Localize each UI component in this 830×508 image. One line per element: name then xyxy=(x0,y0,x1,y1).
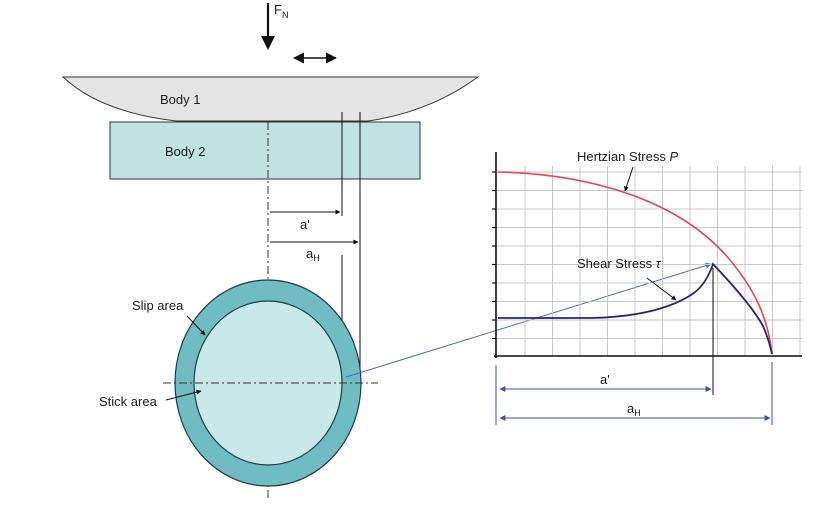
slip-area-leader xyxy=(186,315,206,336)
a-prime-label: a' xyxy=(300,217,310,232)
stick-area-leader xyxy=(165,389,202,401)
a-h-label: aH xyxy=(306,246,320,263)
body2-label: Body 2 xyxy=(165,144,205,159)
y-axis-ticks xyxy=(492,171,496,340)
body1-label: Body 1 xyxy=(160,92,200,107)
hertzian-stress-curve xyxy=(497,171,773,355)
graph-a-h-label: aH xyxy=(627,401,641,418)
normal-force-arrow xyxy=(261,3,275,50)
body1-shape xyxy=(61,76,480,122)
hertzian-stress-label: Hertzian Stress P xyxy=(577,149,678,164)
shear-stress-leader xyxy=(646,277,677,301)
shear-stress-curve xyxy=(498,262,773,355)
shear-stress-label: Shear Stress τ xyxy=(577,256,662,271)
body2-shape xyxy=(109,121,421,180)
hertzian-stress-leader xyxy=(624,166,634,192)
force-label: FN xyxy=(274,2,288,20)
graph-a-prime-label: a' xyxy=(600,372,610,387)
graph-grid xyxy=(496,166,802,356)
stick-area-label: Stick area xyxy=(99,394,158,409)
slip-area-label: Slip area xyxy=(132,298,184,313)
